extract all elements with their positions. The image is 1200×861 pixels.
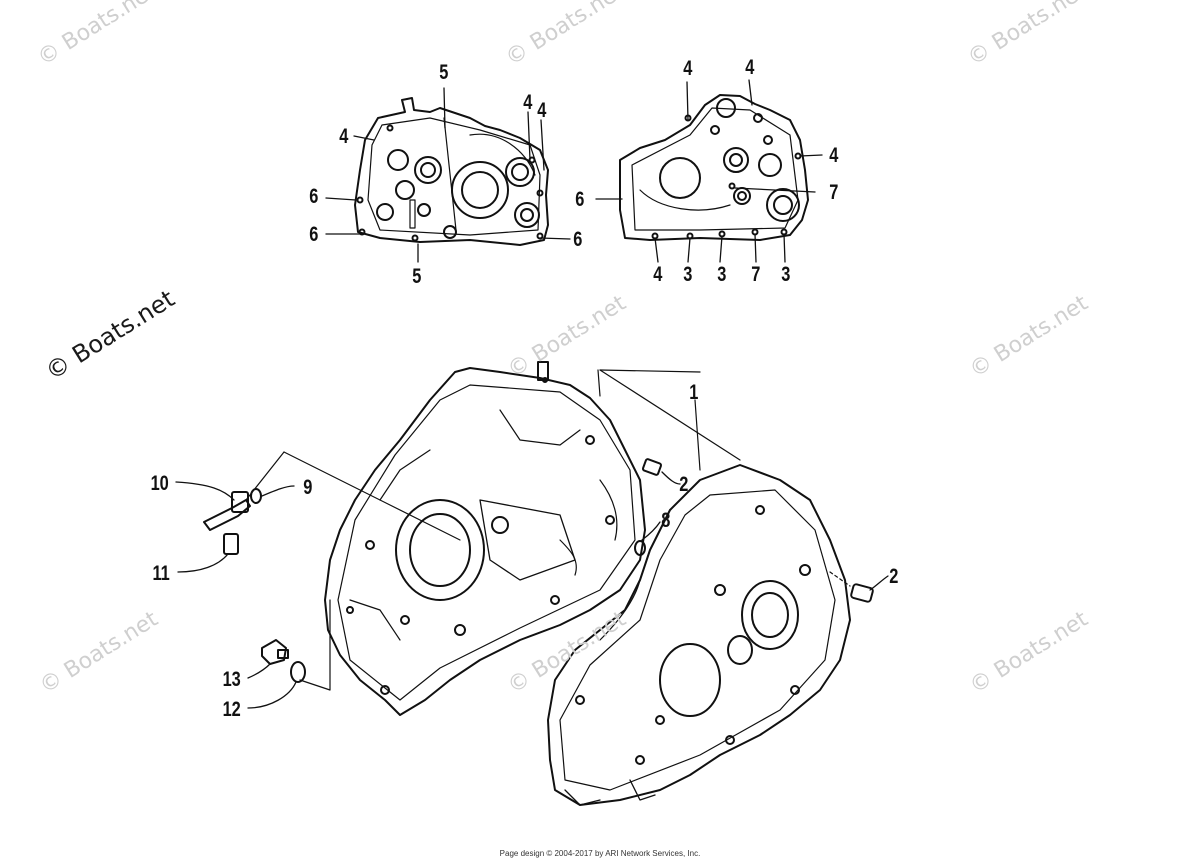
callout-6: 6 — [573, 228, 583, 251]
part-12-washer — [247, 661, 306, 709]
callout-6: 6 — [575, 188, 585, 211]
callout-4: 4 — [653, 263, 663, 286]
callout-4: 4 — [537, 99, 547, 122]
callout-10: 10 — [150, 472, 169, 495]
callout-4: 4 — [523, 91, 533, 114]
leader-lines-left-cover — [325, 87, 571, 263]
leader-lines-right-cover — [595, 79, 823, 263]
part-9-washer — [250, 485, 295, 504]
callout-13: 13 — [222, 668, 241, 691]
callout-7: 7 — [751, 263, 761, 286]
group-bracket — [245, 369, 741, 691]
callout-12: 12 — [222, 698, 241, 721]
callout-9: 9 — [303, 476, 313, 499]
callout-6: 6 — [309, 185, 319, 208]
part-10-fitting — [175, 481, 251, 531]
callout-3: 3 — [717, 263, 727, 286]
callout-5: 5 — [412, 265, 422, 288]
callout-2: 2 — [679, 473, 689, 496]
part-2-dowel-right — [829, 571, 889, 603]
part-11-bolt — [177, 533, 239, 573]
callout-11: 11 — [152, 562, 170, 585]
part-2-dowel-upper — [641, 458, 681, 485]
part-13-drain-plug — [247, 639, 289, 679]
left-case-cover — [354, 97, 549, 246]
callout-4: 4 — [829, 144, 839, 167]
right-case-cover — [619, 94, 809, 241]
page-footer: Page design © 2004-2017 by ARI Network S… — [499, 849, 701, 858]
callout-1: 1 — [689, 381, 699, 404]
callout-6: 6 — [309, 223, 319, 246]
callout-8: 8 — [661, 509, 671, 532]
part-8-o-ring — [634, 521, 661, 556]
callout-2: 2 — [889, 565, 899, 588]
callout-5: 5 — [439, 61, 449, 84]
callout-4: 4 — [745, 56, 755, 79]
callout-4: 4 — [683, 57, 693, 80]
callout-4: 4 — [339, 125, 349, 148]
left-crankcase-half — [324, 361, 646, 716]
callout-7: 7 — [829, 181, 839, 204]
right-crankcase-half — [547, 464, 851, 806]
callout-3: 3 — [781, 263, 791, 286]
callout-3: 3 — [683, 263, 693, 286]
